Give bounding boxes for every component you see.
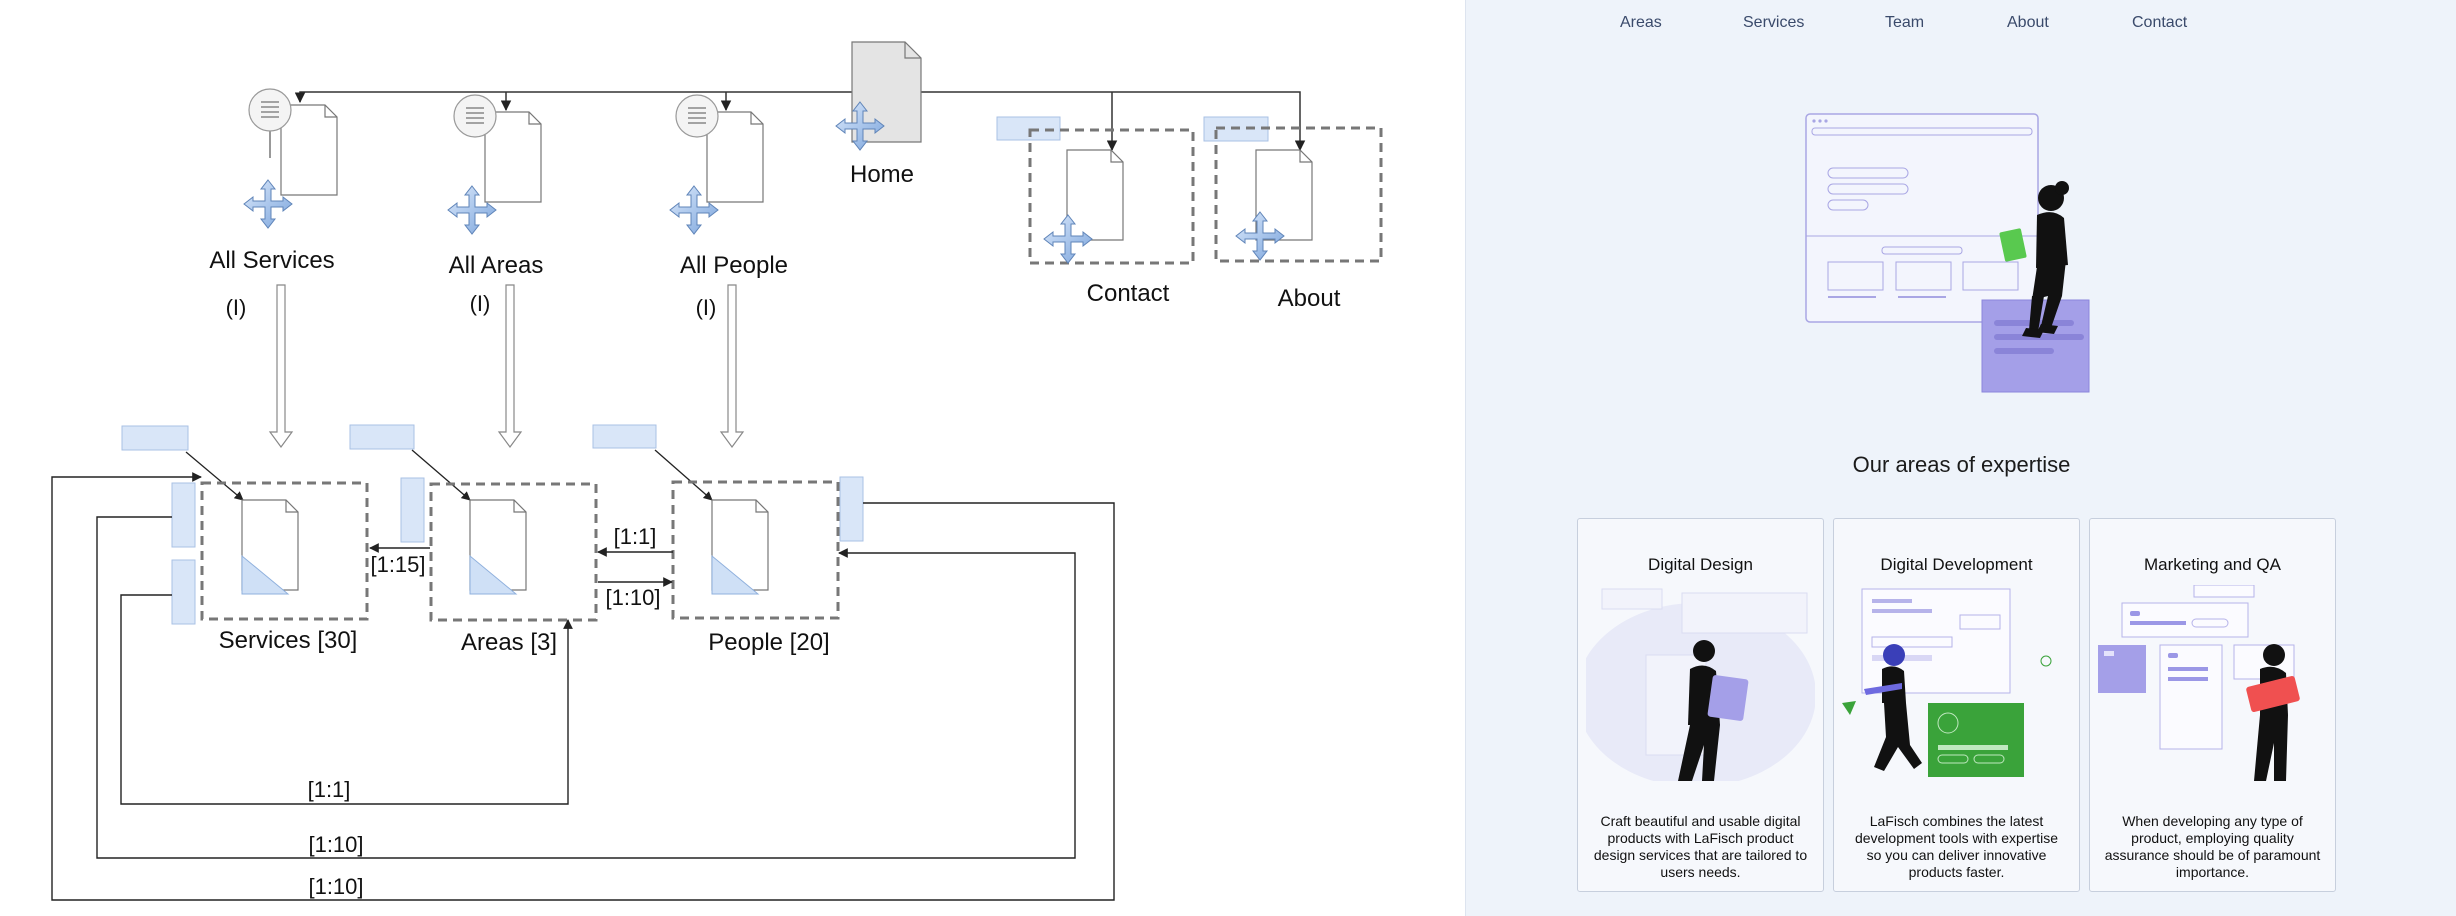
services-collection-page[interactable] xyxy=(241,499,299,595)
index-mark-people: (I) xyxy=(696,295,717,320)
areas-side-tag xyxy=(400,477,425,543)
nav-link-services[interactable]: Services xyxy=(1743,14,1805,31)
relation-bottom-2: [1:10] xyxy=(308,832,363,857)
service-card-digital-design[interactable]: Digital Design Craft beautiful and usabl… xyxy=(1577,518,1824,892)
nav-link-contact[interactable]: Contact xyxy=(2132,14,2188,31)
card-title: Digital Design xyxy=(1648,555,1753,574)
nav-link-team[interactable]: Team xyxy=(1885,14,1925,31)
card-text: Craft beautiful and usable digital produ… xyxy=(1593,813,1808,880)
services-collection-label: Services [30] xyxy=(219,627,358,654)
nav-link-about[interactable]: About xyxy=(2007,14,2049,31)
relation-bottom-1: [1:1] xyxy=(308,777,351,802)
service-card-digital-development[interactable]: Digital Development LaFisch combines the… xyxy=(1833,518,2080,892)
index-unit-icon xyxy=(248,88,292,132)
all-areas-node[interactable] xyxy=(447,94,542,235)
all-areas-label: All Areas xyxy=(449,252,544,279)
areas-collection-label: Areas [3] xyxy=(461,629,557,656)
section-title: Our areas of expertise xyxy=(1852,452,2071,477)
top-navigation-bus xyxy=(294,91,1306,152)
relation-bottom-3: [1:10] xyxy=(308,874,363,899)
index-unit-icon xyxy=(453,94,497,138)
relation-services-areas: [1:15] xyxy=(370,552,425,577)
services-side-tag-bottom xyxy=(171,559,196,625)
nav-link-areas[interactable]: Areas xyxy=(1620,14,1662,31)
index-to-collection-arrows xyxy=(268,284,745,449)
relation-links xyxy=(51,472,1115,901)
service-card-marketing-qa[interactable]: Marketing and QA When developing any typ… xyxy=(2089,518,2336,892)
home-label: Home xyxy=(850,161,914,188)
relation-areas-people-top: [1:1] xyxy=(614,524,657,549)
card-text: When developing any type of product, emp… xyxy=(2104,813,2321,880)
site-structure-diagram: Home All Services (I) All Areas (I) All … xyxy=(51,41,1383,901)
index-mark-areas: (I) xyxy=(470,291,491,316)
services-collection-area[interactable] xyxy=(200,481,369,621)
people-collection-label: People [20] xyxy=(708,629,829,656)
hero-illustration xyxy=(1805,113,2090,393)
about-label: About xyxy=(1278,285,1341,312)
index-unit-icon xyxy=(675,94,719,138)
all-services-node[interactable] xyxy=(243,88,338,229)
people-collection-page[interactable] xyxy=(711,499,769,595)
areas-collection-area[interactable] xyxy=(429,482,598,622)
digital-design-illustration xyxy=(1586,588,1815,781)
areas-tag xyxy=(349,424,415,450)
services-tag xyxy=(121,425,189,451)
card-title: Marketing and QA xyxy=(2143,555,2281,574)
contact-page-node[interactable] xyxy=(1066,149,1124,241)
card-title: Digital Development xyxy=(1880,555,2033,574)
card-text: LaFisch combines the latest development … xyxy=(1854,813,2059,880)
all-services-label: All Services xyxy=(209,247,334,274)
all-people-node[interactable] xyxy=(669,94,764,235)
index-mark-services: (I) xyxy=(226,295,247,320)
all-people-label: All People xyxy=(680,252,788,279)
people-tag xyxy=(592,424,657,449)
people-side-tag xyxy=(839,476,864,542)
about-area[interactable] xyxy=(1214,126,1383,263)
areas-collection-page[interactable] xyxy=(469,499,527,595)
relation-areas-people-bottom: [1:10] xyxy=(605,585,660,610)
marketing-qa-illustration xyxy=(2098,585,2300,781)
digital-development-illustration xyxy=(1842,588,2052,777)
website-preview: Areas Services Team About Contact Our ar… xyxy=(1465,0,2456,916)
contact-label: Contact xyxy=(1087,280,1170,307)
home-page-node[interactable] xyxy=(835,41,922,151)
people-collection-area[interactable] xyxy=(671,480,840,620)
contact-area[interactable] xyxy=(1028,128,1195,265)
services-side-tag-top xyxy=(171,482,196,548)
about-page-node[interactable] xyxy=(1255,149,1313,241)
